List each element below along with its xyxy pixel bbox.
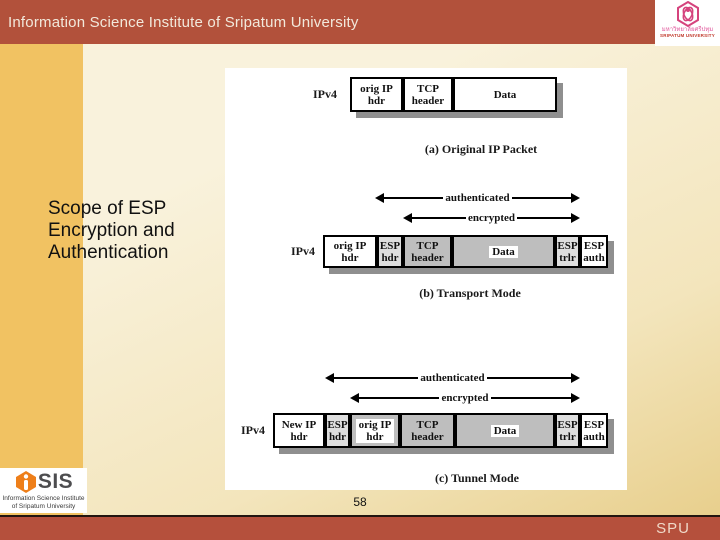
arrowhead-right-icon bbox=[571, 393, 581, 403]
footer-bar: SPU bbox=[0, 515, 720, 540]
header-bar: Information Science Institute of Sripatu… bbox=[0, 0, 720, 44]
arrowhead-left-icon bbox=[403, 213, 412, 223]
packet-box-label: ESP auth bbox=[583, 418, 605, 443]
packet-box-label: orig IP hdr bbox=[333, 239, 367, 264]
packet-box-label: ESP trlr bbox=[557, 239, 578, 264]
packet-box-esp-trlr: ESP trlr bbox=[555, 235, 580, 268]
packet-row-b: orig IP hdr ESP hdr TCP header Data ESP … bbox=[323, 235, 608, 268]
packet-box-data: Data bbox=[452, 235, 555, 268]
packet-box-esp-hdr: ESP hdr bbox=[377, 235, 403, 268]
encrypted-label: encrypted bbox=[441, 392, 489, 404]
authenticated-arrow-c: authenticated bbox=[325, 372, 581, 384]
packet-box-tcp-header: TCP header bbox=[403, 77, 453, 112]
packet-box-label: Data bbox=[489, 245, 518, 258]
packet-box-label: orig IP hdr bbox=[360, 82, 393, 107]
arrowhead-right-icon bbox=[571, 193, 581, 203]
packet-box-orig-ip-hdr: orig IP hdr bbox=[350, 77, 403, 112]
arrowhead-left-icon bbox=[325, 373, 334, 383]
packet-box-orig-ip-hdr: orig IP hdr bbox=[350, 413, 400, 448]
isis-line2: of Sripatum University bbox=[11, 503, 76, 510]
gold-accent-strip bbox=[0, 44, 83, 517]
packet-box-label: TCP header bbox=[411, 239, 444, 264]
university-logo: มหาวิทยาลัยศรีปทุม SRIPATUM UNIVERSITY bbox=[655, 0, 720, 46]
encrypted-label: encrypted bbox=[467, 212, 516, 224]
header-title: Information Science Institute of Sripatu… bbox=[8, 13, 359, 31]
packet-box-label: TCP header bbox=[411, 418, 444, 443]
packet-box-esp-auth: ESP auth bbox=[580, 235, 608, 268]
packet-box-label: TCP header bbox=[411, 82, 445, 107]
isis-mark-icon bbox=[15, 471, 36, 493]
ipv4-label-a: IPv4 bbox=[313, 87, 337, 101]
encrypted-arrow-c: encrypted bbox=[350, 392, 581, 404]
isis-line1: Information Science Institute bbox=[2, 495, 85, 502]
packet-box-label: orig IP hdr bbox=[355, 418, 395, 443]
ipv4-label-c: IPv4 bbox=[241, 423, 265, 437]
packet-row-c: New IP hdr ESP hdr orig IP hdr TCP heade… bbox=[273, 413, 608, 448]
packet-box-data: Data bbox=[453, 77, 557, 112]
authenticated-label: authenticated bbox=[445, 192, 510, 204]
encrypted-arrow-b: encrypted bbox=[403, 212, 581, 224]
ipv4-label-b: IPv4 bbox=[291, 244, 315, 258]
packet-box-esp-trlr: ESP trlr bbox=[555, 413, 580, 448]
packet-box-label: ESP hdr bbox=[379, 239, 401, 264]
caption-original-ip-packet: (a) Original IP Packet bbox=[424, 142, 538, 156]
footer-brand: SPU bbox=[656, 520, 690, 537]
packet-box-label: ESP hdr bbox=[327, 418, 348, 443]
caption-tunnel-mode: (c) Tunnel Mode bbox=[434, 471, 519, 485]
packet-box-label: New IP hdr bbox=[281, 418, 317, 443]
packet-box-label: Data bbox=[493, 88, 517, 101]
page-number: 58 bbox=[353, 495, 367, 509]
caption-transport-mode: (b) Transport Mode bbox=[419, 286, 521, 300]
arrowhead-left-icon bbox=[375, 193, 384, 203]
packet-box-data: Data bbox=[455, 413, 555, 448]
slide-heading: Scope of ESP Encryption and Authenticati… bbox=[48, 198, 175, 263]
university-name-english: SRIPATUM UNIVERSITY bbox=[660, 33, 715, 38]
university-name-thai: มหาวิทยาลัยศรีปทุม bbox=[661, 27, 714, 33]
isis-logo: SIS Information Science Institute of Sri… bbox=[0, 468, 87, 513]
arrowhead-right-icon bbox=[571, 373, 581, 383]
packet-box-esp-hdr: ESP hdr bbox=[325, 413, 350, 448]
isis-wordmark: SIS bbox=[37, 470, 74, 493]
arrowhead-left-icon bbox=[350, 393, 359, 403]
packet-box-tcp-header: TCP header bbox=[400, 413, 455, 448]
packet-row-a: orig IP hdr TCP header Data bbox=[350, 77, 557, 112]
authenticated-arrow-b: authenticated bbox=[375, 192, 581, 204]
packet-box-label: ESP trlr bbox=[557, 418, 578, 443]
packet-box-new-ip-hdr: New IP hdr bbox=[273, 413, 325, 448]
arrowhead-right-icon bbox=[571, 213, 581, 223]
packet-box-esp-auth: ESP auth bbox=[580, 413, 608, 448]
packet-box-label: Data bbox=[490, 424, 520, 437]
packet-box-orig-ip-hdr: orig IP hdr bbox=[323, 235, 377, 268]
diagram-panel: IPv4 orig IP hdr TCP header Data (a) Ori… bbox=[225, 68, 627, 490]
packet-box-label: ESP auth bbox=[583, 239, 605, 264]
packet-box-tcp-header: TCP header bbox=[403, 235, 452, 268]
authenticated-label: authenticated bbox=[420, 372, 485, 384]
university-emblem-icon bbox=[676, 1, 699, 27]
